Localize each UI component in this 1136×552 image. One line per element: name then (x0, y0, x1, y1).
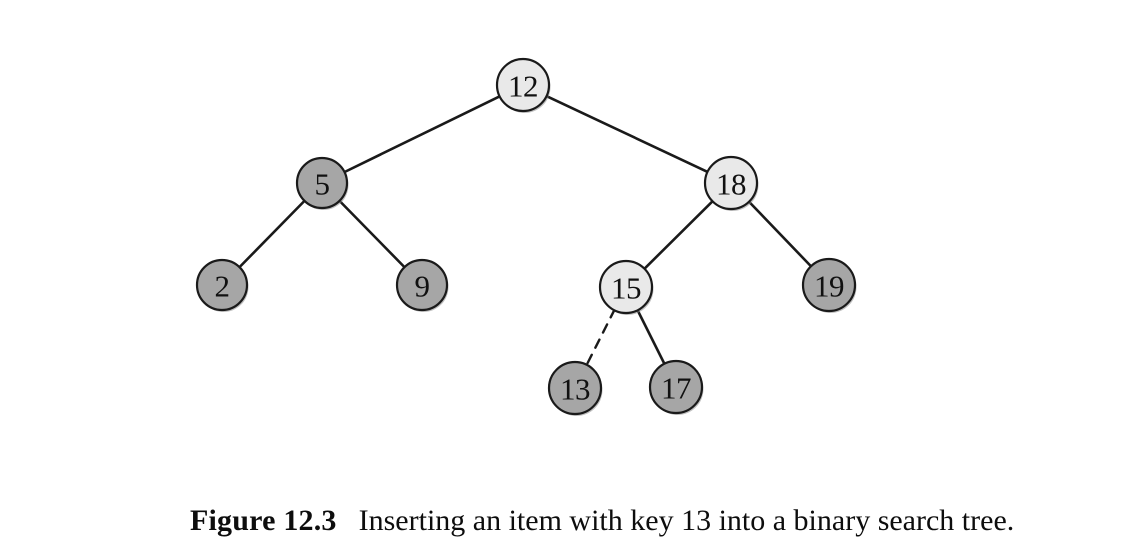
node-circle (295, 156, 349, 210)
node-circle (703, 155, 759, 211)
node-key-label: 15 (611, 271, 641, 306)
node-key-label: 5 (315, 167, 330, 202)
figure-caption: Figure 12.3 Inserting an item with key 13… (190, 503, 1136, 539)
tree-node-12[interactable]: 12 (495, 57, 551, 113)
tree-node-5[interactable]: 5 (295, 156, 349, 210)
node-circle (598, 259, 654, 315)
figure-number: Figure 12.3 (190, 504, 337, 537)
node-key-label: 12 (508, 69, 538, 104)
node-layer: 12 5 18 2 9 15 19 13 17 (195, 57, 857, 416)
edge-layer (237, 94, 813, 367)
tree-node-2[interactable]: 2 (195, 258, 249, 312)
tree-node-17[interactable]: 17 (648, 359, 704, 415)
tree-node-13[interactable]: 13 (547, 360, 603, 416)
node-key-label: 19 (814, 269, 844, 304)
tree-edge-15-17 (635, 308, 667, 366)
tree-edge-12-5 (342, 94, 502, 174)
node-key-label: 9 (415, 269, 430, 304)
node-key-label: 18 (716, 167, 746, 202)
node-key-label: 2 (215, 269, 230, 304)
tree-edge-5-2 (237, 198, 307, 270)
node-key-label: 13 (560, 372, 590, 407)
node-key-label: 17 (661, 371, 691, 406)
node-circle (195, 258, 249, 312)
tree-node-9[interactable]: 9 (395, 258, 449, 312)
node-circle (801, 257, 857, 313)
tree-node-18[interactable]: 18 (703, 155, 759, 211)
figure-caption-text: Inserting an item with key 13 into a bin… (358, 504, 1015, 537)
tree-edge-5-9 (337, 198, 407, 270)
tree-edge-15-13 (585, 308, 616, 367)
tree-edge-18-15 (642, 199, 715, 271)
tree-node-15[interactable]: 15 (598, 259, 654, 315)
tree-edge-18-19 (747, 199, 813, 269)
binary-search-tree-diagram: 12 5 18 2 9 15 19 13 17 (195, 57, 857, 416)
node-circle (495, 57, 551, 113)
node-circle (395, 258, 449, 312)
tree-node-19[interactable]: 19 (801, 257, 857, 313)
node-circle (648, 359, 704, 415)
tree-edge-12-18 (544, 94, 710, 174)
node-circle (547, 360, 603, 416)
